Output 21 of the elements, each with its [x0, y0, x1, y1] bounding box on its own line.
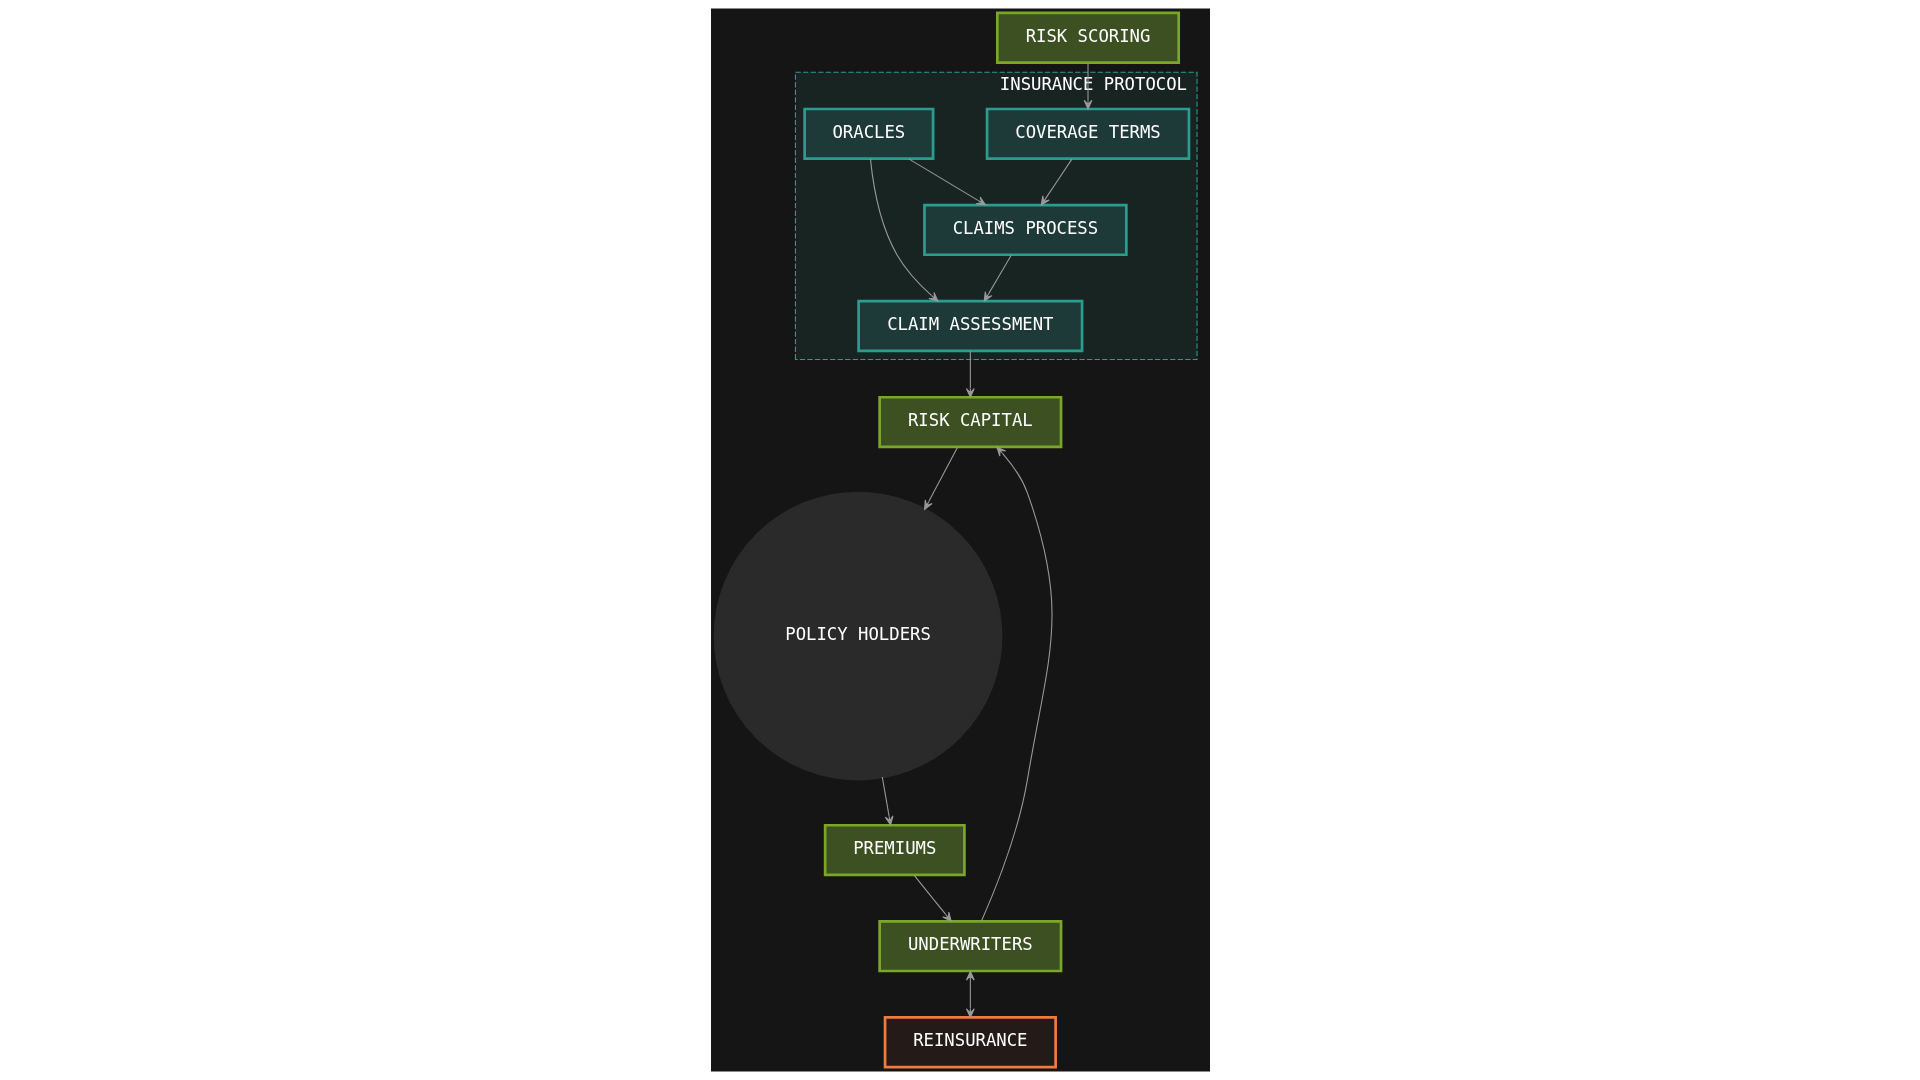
node-box: UNDERWRITERS — [877, 920, 1062, 973]
arrow — [1083, 62, 1092, 110]
node-box: PREMIUMS — [823, 823, 966, 877]
arrow — [881, 776, 893, 826]
arrow — [965, 970, 975, 1018]
node-box: RISK SCORING — [995, 11, 1180, 64]
arrow — [907, 158, 986, 206]
arrow — [869, 158, 938, 302]
arrow — [1040, 158, 1072, 206]
arrow — [980, 446, 1053, 922]
node-box: COVERAGE TERMS — [985, 107, 1190, 160]
node-box: REINSURANCE — [883, 1016, 1057, 1069]
node-box: CLAIMS PROCESS — [922, 203, 1128, 257]
arrow — [965, 350, 975, 398]
node-box: ORACLES — [802, 107, 934, 160]
node-box: RISK CAPITAL — [877, 395, 1062, 449]
arrow — [923, 446, 958, 510]
arrow — [913, 874, 952, 922]
arrow — [983, 254, 1012, 302]
node-circle: POLICY HOLDERS — [713, 491, 1002, 781]
node-box: CLAIM ASSESSMENT — [856, 299, 1083, 353]
